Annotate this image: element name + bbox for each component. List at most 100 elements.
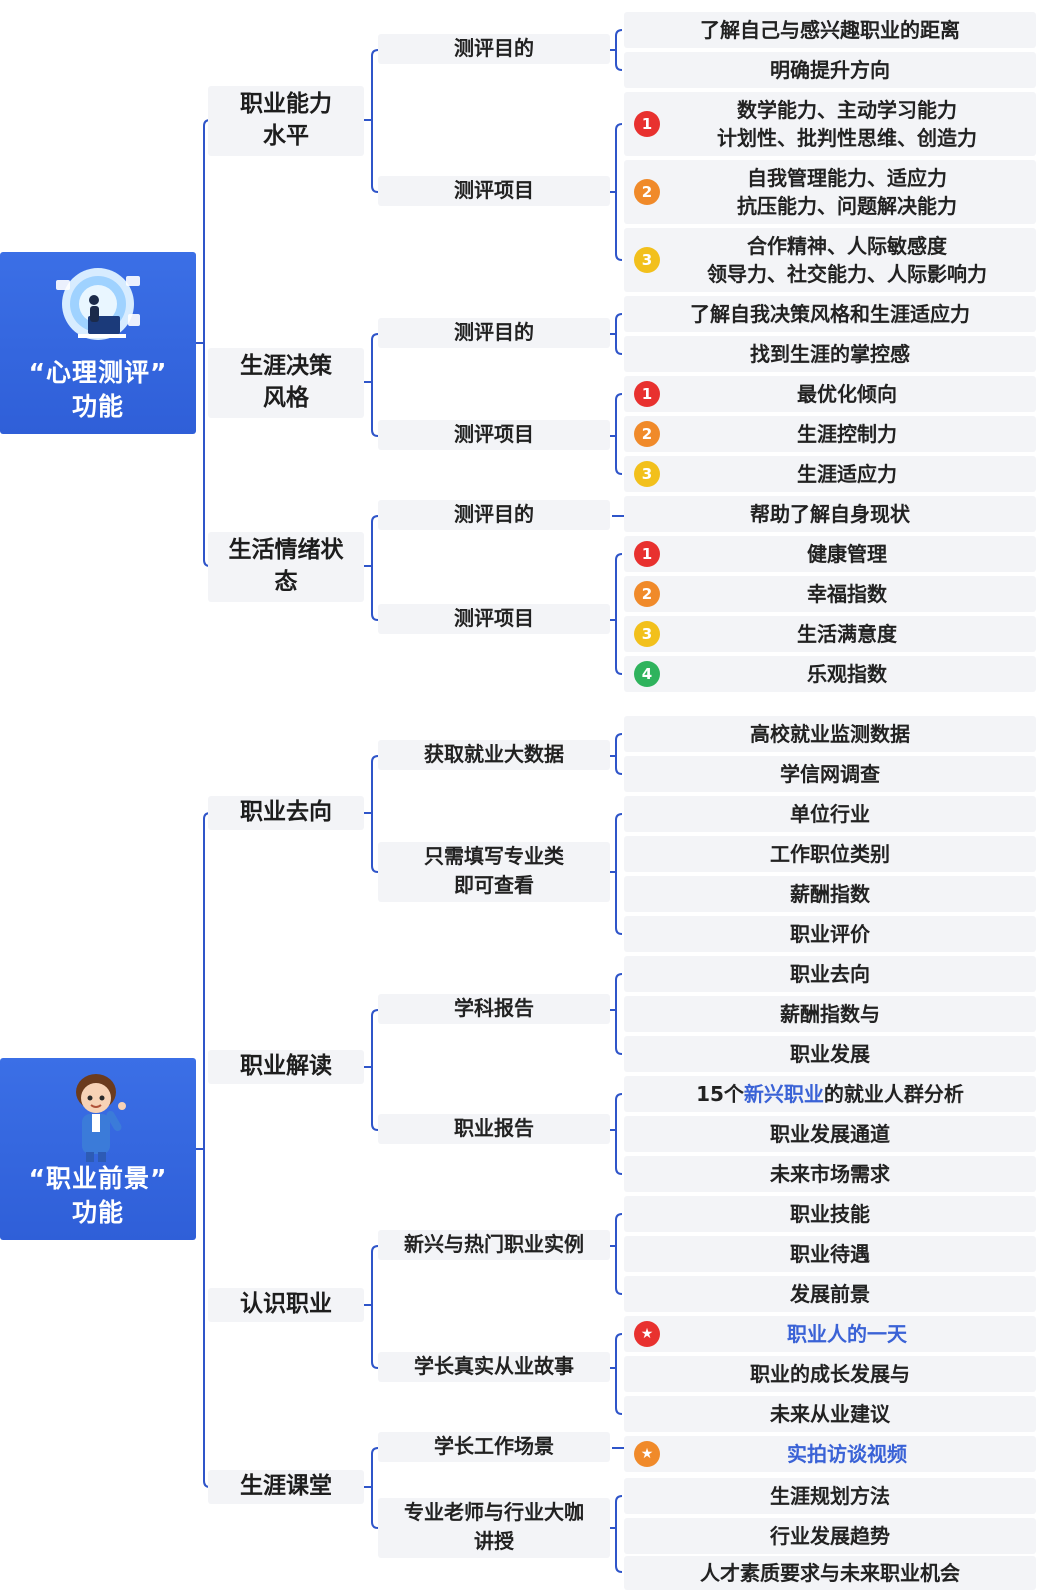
category-career-outlook: “职业前景” 功能 bbox=[0, 1058, 196, 1240]
bracket-report bbox=[610, 1093, 623, 1175]
bracket-decision-purpose bbox=[610, 313, 623, 355]
star-badge-icon: ★ bbox=[634, 1441, 660, 1467]
leaf-ability-purpose-1: 了解自己与感兴趣职业的距离 bbox=[624, 12, 1036, 48]
leaf-ability-purpose-2: 明确提升方向 bbox=[624, 52, 1036, 88]
leaf-fill-4: 职业评价 bbox=[624, 916, 1036, 952]
bracket-fill bbox=[610, 813, 623, 935]
node-ability-purpose: 测评目的 bbox=[378, 34, 610, 64]
leaf-emotion-item-2: 2 幸福指数 bbox=[624, 576, 1036, 612]
node-decision-items: 测评项目 bbox=[378, 420, 610, 450]
leaf-decision-purpose-1: 了解自我决策风格和生涯适应力 bbox=[624, 296, 1036, 332]
leaf-teacher-3: 人才素质要求与未来职业机会 bbox=[624, 1556, 1036, 1590]
leaf-fill-2: 工作职位类别 bbox=[624, 836, 1036, 872]
leaf-emotion-item-3: 3 生活满意度 bbox=[624, 616, 1036, 652]
leaf-subject-3: 职业发展 bbox=[624, 1036, 1036, 1072]
bracket-emotion-items bbox=[610, 553, 623, 675]
node-senior-stories: 学长真实从业故事 bbox=[378, 1352, 610, 1382]
node-career-classroom: 生涯课堂 bbox=[208, 1470, 364, 1504]
highlight-text: 新兴职业 bbox=[743, 1082, 824, 1106]
node-decision-purpose: 测评目的 bbox=[378, 318, 610, 348]
leaf-decision-purpose-2: 找到生涯的掌控感 bbox=[624, 336, 1036, 372]
node-emotion-items: 测评项目 bbox=[378, 604, 610, 634]
cartoon-boy-icon bbox=[76, 1074, 126, 1162]
category-psych-test: “心理测评” 功能 bbox=[0, 252, 196, 434]
node-teacher-lecture: 专业老师与行业大咖 讲授 bbox=[378, 1498, 610, 1558]
leaf-decision-item-2: 2 生涯控制力 bbox=[624, 416, 1036, 452]
leaf-decision-item-1: 1 最优化倾向 bbox=[624, 376, 1036, 412]
number-badge-icon: 3 bbox=[634, 461, 660, 487]
node-career-interpretation: 职业解读 bbox=[208, 1050, 364, 1084]
bracket-examples bbox=[610, 1213, 623, 1295]
category-title: “职业前景” 功能 bbox=[28, 1164, 168, 1227]
bracket-bigdata bbox=[610, 733, 623, 775]
leaf-bigdata-2: 学信网调查 bbox=[624, 756, 1036, 792]
number-badge-icon: 1 bbox=[634, 381, 660, 407]
number-badge-icon: 1 bbox=[634, 111, 660, 137]
bracket-teacher bbox=[610, 1495, 623, 1573]
leaf-emotion-item-4: 4 乐观指数 bbox=[624, 656, 1036, 692]
leaf-example-3: 发展前景 bbox=[624, 1276, 1036, 1312]
leaf-story-3: 未来从业建议 bbox=[624, 1396, 1036, 1432]
bracket-career bbox=[196, 812, 211, 1488]
star-badge-icon: ★ bbox=[634, 1321, 660, 1347]
leaf-fill-3: 薪酬指数 bbox=[624, 876, 1036, 912]
leaf-subject-1: 职业去向 bbox=[624, 956, 1036, 992]
leaf-story-1: ★ 职业人的一天 bbox=[624, 1316, 1036, 1352]
leaf-teacher-1: 生涯规划方法 bbox=[624, 1478, 1036, 1514]
leaf-story-2: 职业的成长发展与 bbox=[624, 1356, 1036, 1392]
bracket-decision bbox=[364, 333, 379, 437]
leaf-ability-item-1: 1 数学能力、主动学习能力 计划性、批判性思维、创造力 bbox=[624, 92, 1036, 156]
node-know-career: 认识职业 bbox=[208, 1288, 364, 1322]
node-ability-items: 测评项目 bbox=[378, 176, 610, 206]
number-badge-icon: 4 bbox=[634, 661, 660, 687]
bracket-ability bbox=[364, 49, 379, 193]
node-life-emotion-state: 生活情绪状 态 bbox=[208, 532, 364, 602]
number-badge-icon: 3 bbox=[634, 247, 660, 273]
leaf-fill-1: 单位行业 bbox=[624, 796, 1036, 832]
category-title: “心理测评” 功能 bbox=[28, 358, 168, 421]
leaf-report-2: 职业发展通道 bbox=[624, 1116, 1036, 1152]
node-career-decision-style: 生涯决策 风格 bbox=[208, 348, 364, 418]
node-career-examples: 新兴与热门职业实例 bbox=[378, 1230, 610, 1260]
leaf-ability-item-3: 3 合作精神、人际敏感度 领导力、社交能力、人际影响力 bbox=[624, 228, 1036, 292]
leaf-emotion-item-1: 1 健康管理 bbox=[624, 536, 1036, 572]
bracket-psych bbox=[196, 119, 211, 567]
leaf-example-2: 职业待遇 bbox=[624, 1236, 1036, 1272]
leaf-emotion-purpose-1: 帮助了解自身现状 bbox=[624, 496, 1036, 532]
number-badge-icon: 2 bbox=[634, 179, 660, 205]
leaf-report-3: 未来市场需求 bbox=[624, 1156, 1036, 1192]
leaf-example-1: 职业技能 bbox=[624, 1196, 1036, 1232]
leaf-decision-item-3: 3 生涯适应力 bbox=[624, 456, 1036, 492]
bracket-interpret bbox=[364, 1009, 379, 1131]
bracket-direction bbox=[364, 755, 379, 873]
node-emotion-purpose: 测评目的 bbox=[378, 500, 610, 530]
bracket-stories bbox=[610, 1333, 623, 1415]
bracket-decision-items bbox=[610, 393, 623, 475]
number-badge-icon: 1 bbox=[634, 541, 660, 567]
leaf-scene-1: ★ 实拍访谈视频 bbox=[624, 1436, 1036, 1472]
number-badge-icon: 2 bbox=[634, 581, 660, 607]
node-career-ability-level: 职业能力 水平 bbox=[208, 86, 364, 156]
node-career-direction: 职业去向 bbox=[208, 796, 364, 830]
node-subject-report: 学科报告 bbox=[378, 994, 610, 1024]
node-get-bigdata: 获取就业大数据 bbox=[378, 740, 610, 770]
leaf-bigdata-1: 高校就业监测数据 bbox=[624, 716, 1036, 752]
bracket-ability-purpose bbox=[610, 29, 623, 71]
computer-user-icon bbox=[56, 268, 140, 340]
bracket-subject bbox=[610, 973, 623, 1055]
leaf-report-1: 15个新兴职业的就业人群分析 bbox=[624, 1076, 1036, 1112]
bracket-know bbox=[364, 1245, 379, 1369]
node-career-report: 职业报告 bbox=[378, 1114, 610, 1144]
leaf-teacher-2: 行业发展趋势 bbox=[624, 1518, 1036, 1554]
node-fill-major: 只需填写专业类 即可查看 bbox=[378, 842, 610, 902]
bracket-ability-items bbox=[610, 123, 623, 261]
bracket-emotion bbox=[364, 515, 379, 621]
node-senior-work-scene: 学长工作场景 bbox=[378, 1432, 610, 1462]
leaf-ability-item-2: 2 自我管理能力、适应力 抗压能力、问题解决能力 bbox=[624, 160, 1036, 224]
number-badge-icon: 2 bbox=[634, 421, 660, 447]
number-badge-icon: 3 bbox=[634, 621, 660, 647]
bracket-classroom bbox=[364, 1447, 379, 1529]
leaf-subject-2: 薪酬指数与 bbox=[624, 996, 1036, 1032]
